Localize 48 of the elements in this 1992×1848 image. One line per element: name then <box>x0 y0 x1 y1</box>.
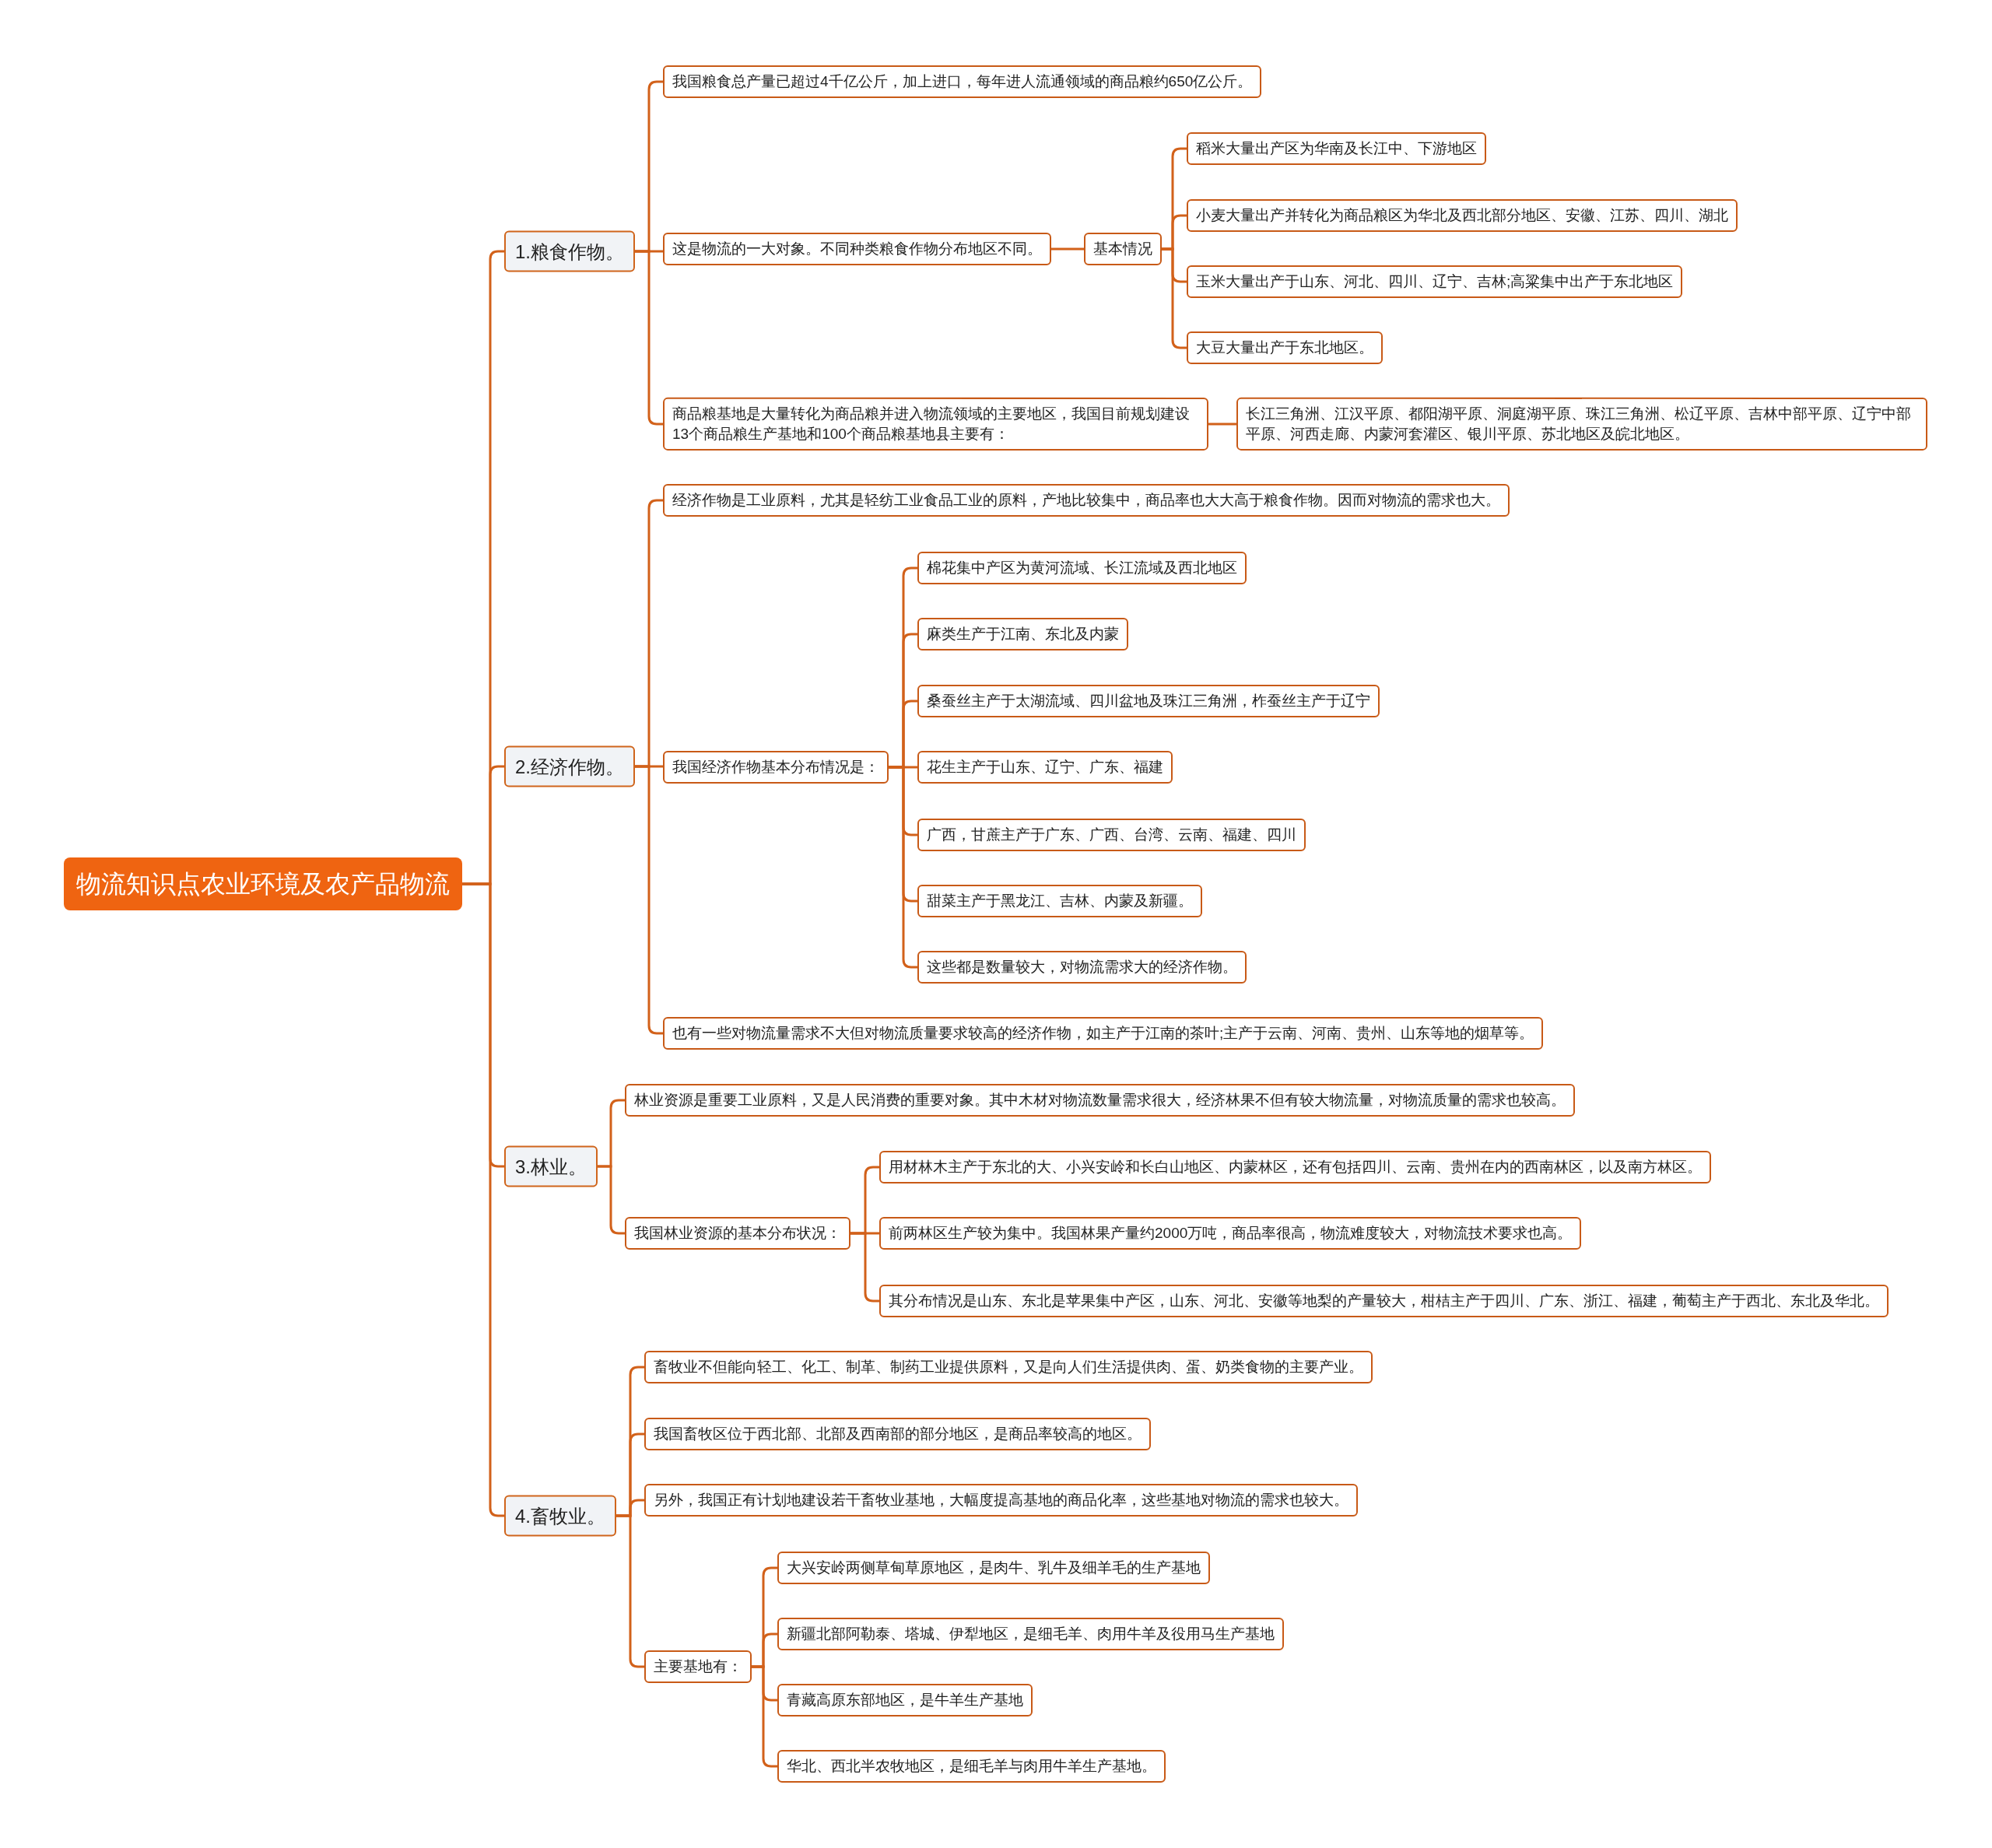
subtopic-box: 棉花集中产区为黄河流域、长江流域及西北地区 <box>917 551 1247 585</box>
subtopic-box: 前两林区生产较为集中。我国林果产量约2000万吨，商品率很高，物流难度较大，对物流技术要求也高。 <box>879 1216 1582 1250</box>
topic-box: 4.畜牧业。 <box>504 1495 616 1537</box>
root-topic-box: 物流知识点农业环境及农产品物流 <box>64 857 462 910</box>
subtopic-box: 用材林木主产于东北的大、小兴安岭和长白山地区、内蒙林区，还有包括四川、云南、贵州在内的西南林区，以及南方林区。 <box>879 1150 1711 1184</box>
subtopic-box: 我国经济作物基本分布情况是： <box>663 750 889 784</box>
subtopic-box: 畜牧业不但能向轻工、化工、制革、制药工业提供原料，又是向人们生活提供肉、蛋、奶类食物的主要产业。 <box>644 1350 1373 1384</box>
subtopic-box: 麻类生产于江南、东北及内蒙 <box>917 617 1128 651</box>
subtopic-box: 也有一些对物流量需求不大但对物流质量要求较高的经济作物，如主产于江南的茶叶;主产于云南、河南、贵州、山东等地的烟草等。 <box>663 1016 1544 1050</box>
subtopic-box: 小麦大量出产并转化为商品粮区为华北及西北部分地区、安徽、江苏、四川、湖北 <box>1187 198 1738 233</box>
subtopic-box: 青藏高原东部地区，是牛羊生产基地 <box>777 1683 1033 1717</box>
connector-line <box>462 882 504 1517</box>
connector-line <box>1162 247 1187 349</box>
subtopic-box: 林业资源是重要工业原料，又是人民消费的重要对象。其中木材对物流数量需求很大，经济林果不但有较大物流量，对物流质量的需求也较高。 <box>625 1083 1575 1117</box>
connector-line <box>598 1165 625 1235</box>
subtopic-box: 大兴安岭两侧草甸草原地区，是肉牛、乳牛及细羊毛的生产基地 <box>777 1551 1210 1585</box>
subtopic-box: 这是物流的一大对象。不同种类粮食作物分布地区不同。 <box>663 232 1051 266</box>
connector-line <box>635 250 663 426</box>
subtopic-box: 新疆北部阿勒泰、塔城、伊犁地区，是细毛羊、肉用牛羊及役用马生产基地 <box>777 1617 1284 1651</box>
subtopic-box: 基本情况 <box>1084 232 1162 266</box>
subtopic-box: 大豆大量出产于东北地区。 <box>1187 331 1383 365</box>
topic-box: 1.粮食作物。 <box>504 230 635 272</box>
subtopic-box: 桑蚕丝主产于太湖流域、四川盆地及珠江三角洲，柞蚕丝主产于辽宁 <box>917 684 1380 718</box>
subtopic-box: 稻米大量出产区为华南及长江中、下游地区 <box>1187 131 1486 166</box>
subtopic-box: 我国林业资源的基本分布状况： <box>625 1216 850 1250</box>
connector-line <box>616 1514 644 1668</box>
subtopic-box: 我国粮食总产量已超过4千亿公斤，加上进口，每年进人流通领域的商品粮约650亿公斤。 <box>663 65 1262 99</box>
subtopic-box: 商品粮基地是大量转化为商品粮并进入物流领域的主要地区，我国目前规划建设13个商品粮生产基地和100个商品粮基地县主要有： <box>663 397 1208 451</box>
subtopic-box: 其分布情况是山东、东北是苹果集中产区，山东、河北、安徽等地梨的产量较大，柑桔主产于四川、广东、浙江、福建，葡萄主产于西北、东北及华北。 <box>879 1284 1889 1318</box>
subtopic-box: 另外，我国正有计划地建设若干畜牧业基地，大幅度提高基地的商品化率，这些基地对物流的需求也较大。 <box>644 1483 1358 1517</box>
connector-line <box>1208 423 1236 426</box>
topic-box: 3.林业。 <box>504 1145 598 1187</box>
subtopic-box: 长江三角洲、江汉平原、都阳湖平原、洞庭湖平原、珠江三角洲、松辽平原、吉林中部平原、辽宁中部平原、河西走廊、内蒙河套灌区、银川平原、苏北地区及皖北地区。 <box>1236 397 1927 451</box>
subtopic-box: 甜菜主产于黑龙江、吉林、内蒙及新疆。 <box>917 884 1202 918</box>
subtopic-box: 广西，甘蔗主产于广东、广西、台湾、云南、福建、四川 <box>917 818 1306 852</box>
subtopic-box: 主要基地有： <box>644 1650 752 1684</box>
topic-box: 2.经济作物。 <box>504 745 635 787</box>
subtopic-box: 华北、西北半农牧地区，是细毛羊与肉用牛羊生产基地。 <box>777 1749 1166 1783</box>
connector-line <box>850 1232 879 1303</box>
connector-line <box>1051 247 1084 251</box>
subtopic-box: 经济作物是工业原料，尤其是轻纺工业食品工业的原料，产地比较集中，商品率也大大高于粮食作物。因而对物流的需求也大。 <box>663 483 1510 517</box>
subtopic-box: 花生主产于山东、辽宁、广东、福建 <box>917 750 1173 784</box>
subtopic-box: 玉米大量出产于山东、河北、四川、辽宁、吉林;高粱集中出产于东北地区 <box>1187 265 1683 299</box>
connector-line <box>752 1665 777 1768</box>
connector-line <box>889 766 917 969</box>
subtopic-box: 这些都是数量较大，对物流需求大的经济作物。 <box>917 950 1247 984</box>
subtopic-box: 我国畜牧区位于西北部、北部及西南部的部分地区，是商品率较高的地区。 <box>644 1417 1151 1451</box>
connector-line <box>635 765 663 1035</box>
